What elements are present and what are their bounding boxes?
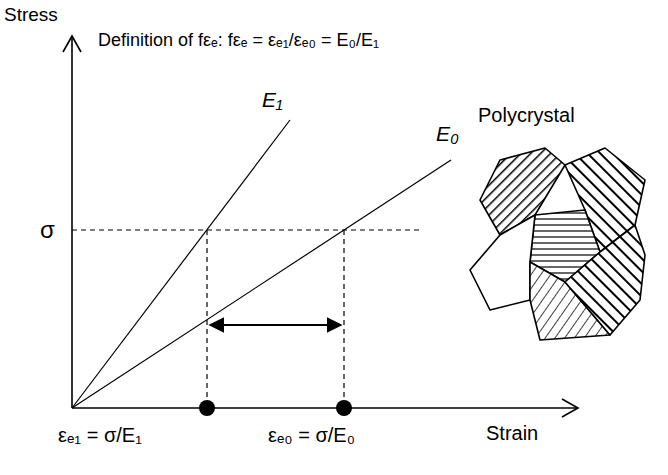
axis-title: Stress	[4, 4, 58, 26]
strain-dot	[336, 400, 352, 416]
stress-level-label: σ	[40, 216, 55, 244]
definition-note: Definition of fεₑ: fεₑ = εₑ₁/εₑ₀ = E₀/E₁	[98, 30, 379, 51]
e0-line	[72, 160, 451, 408]
illustration-label: Polycrystal	[478, 104, 575, 127]
line-label: E₁	[262, 88, 283, 112]
axes	[63, 36, 578, 417]
e1-line	[72, 120, 290, 408]
strain-label: εₑ₀ = σ/E₀	[268, 424, 355, 447]
double-arrow	[210, 324, 341, 326]
strain-label: εₑ₁ = σ/E₁	[58, 424, 142, 447]
line-label: E₀	[436, 122, 459, 146]
axis-title: Strain	[486, 422, 538, 445]
strain-dot	[199, 400, 215, 416]
polycrystal-illustration	[470, 148, 645, 340]
dashed-guides	[72, 230, 420, 408]
